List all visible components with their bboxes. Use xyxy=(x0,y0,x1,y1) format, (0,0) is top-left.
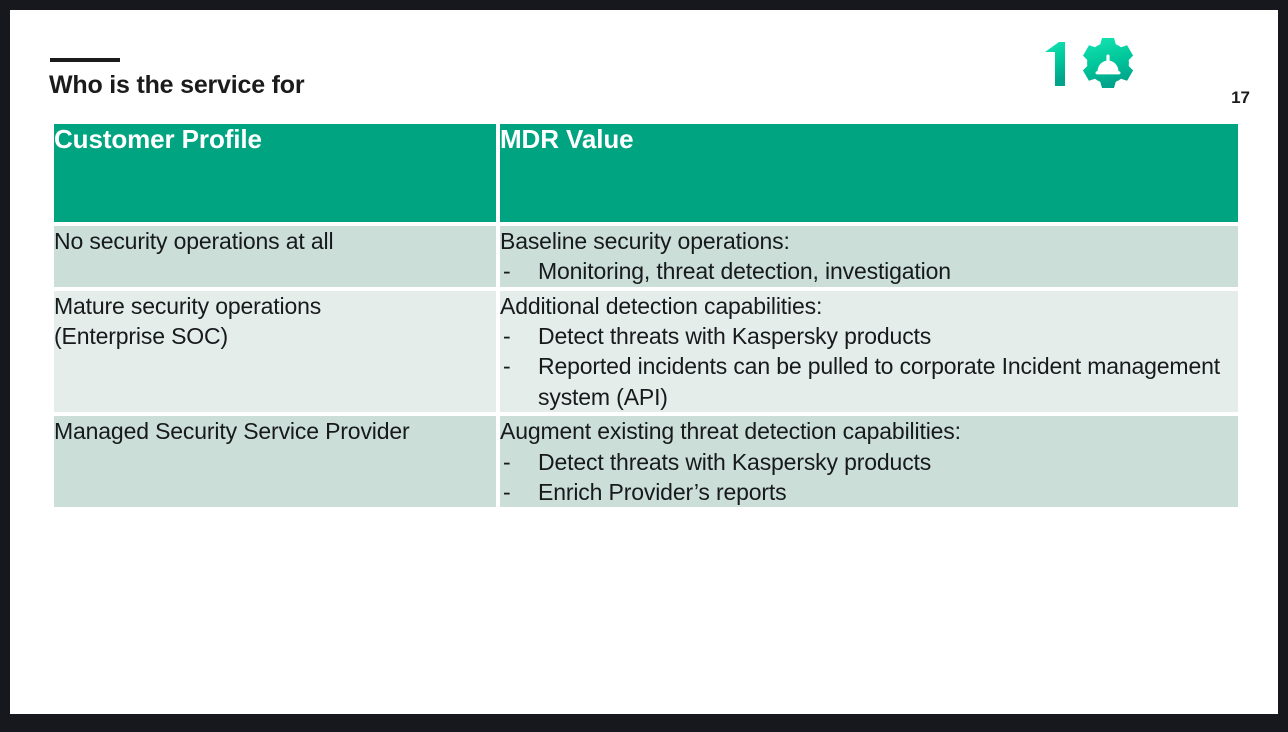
mdr-value-bullet-list: - Detect threats with Kaspersky products… xyxy=(500,447,1238,508)
title-accent-rule xyxy=(50,58,120,62)
mdr-value-heading: Augment existing threat detection capabi… xyxy=(500,418,961,445)
list-item: - Detect threats with Kaspersky products xyxy=(500,321,1238,351)
page-number: 17 xyxy=(1231,88,1250,107)
kaspersky-10-gear-helmet-logo xyxy=(1037,34,1137,92)
dash-bullet-icon: - xyxy=(503,353,511,380)
mdr-value-heading: Additional detection capabilities: xyxy=(500,292,823,319)
list-item-label: Reported incidents can be pulled to corp… xyxy=(538,353,1220,410)
list-item-label: Monitoring, threat detection, investigat… xyxy=(538,258,951,285)
customer-profile-text: No security operations at all xyxy=(54,228,334,254)
customer-profile-text: Mature security operations (Enterprise S… xyxy=(54,292,322,350)
cell-customer-profile: No security operations at all xyxy=(54,226,496,287)
dash-bullet-icon: - xyxy=(503,448,511,475)
mdr-value-heading: Baseline security operations: xyxy=(500,228,790,254)
cell-mdr-value: Additional detection capabilities: - Det… xyxy=(500,290,1238,413)
customer-profile-text: Managed Security Service Provider xyxy=(54,418,410,445)
list-item-label: Detect threats with Kaspersky products xyxy=(538,448,932,475)
slide-canvas: Who is the service for 17 xyxy=(10,10,1278,714)
list-item-label: Enrich Provider’s reports xyxy=(538,478,787,505)
column-header-mdr-value: MDR Value xyxy=(500,124,1238,222)
table-row: Mature security operations (Enterprise S… xyxy=(54,290,1238,413)
dash-bullet-icon: - xyxy=(503,258,511,285)
list-item: - Reported incidents can be pulled to co… xyxy=(500,351,1238,412)
column-header-label: Customer Profile xyxy=(54,124,262,154)
dash-bullet-icon: - xyxy=(503,323,511,350)
list-item: - Monitoring, threat detection, investig… xyxy=(500,256,1238,286)
page-title: Who is the service for xyxy=(49,71,305,99)
list-item-label: Detect threats with Kaspersky products xyxy=(538,323,932,350)
cell-mdr-value: Baseline security operations: - Monitori… xyxy=(500,226,1238,287)
mdr-value-bullet-list: - Monitoring, threat detection, investig… xyxy=(500,256,1238,286)
table-row: No security operations at all Baseline s… xyxy=(54,226,1238,287)
table-row: Managed Security Service Provider Augmen… xyxy=(54,416,1238,508)
mdr-value-bullet-list: - Detect threats with Kaspersky products… xyxy=(500,321,1238,412)
cell-mdr-value: Augment existing threat detection capabi… xyxy=(500,416,1238,508)
column-header-label: MDR Value xyxy=(500,124,634,154)
customer-profile-mdr-value-table: Customer Profile MDR Value No security o… xyxy=(50,120,1242,511)
column-header-customer-profile: Customer Profile xyxy=(54,124,496,222)
cell-customer-profile: Managed Security Service Provider xyxy=(54,416,496,508)
dash-bullet-icon: - xyxy=(503,478,511,505)
list-item: - Detect threats with Kaspersky products xyxy=(500,447,1238,477)
list-item: - Enrich Provider’s reports xyxy=(500,477,1238,507)
table-header-row: Customer Profile MDR Value xyxy=(54,124,1238,222)
cell-customer-profile: Mature security operations (Enterprise S… xyxy=(54,290,496,413)
